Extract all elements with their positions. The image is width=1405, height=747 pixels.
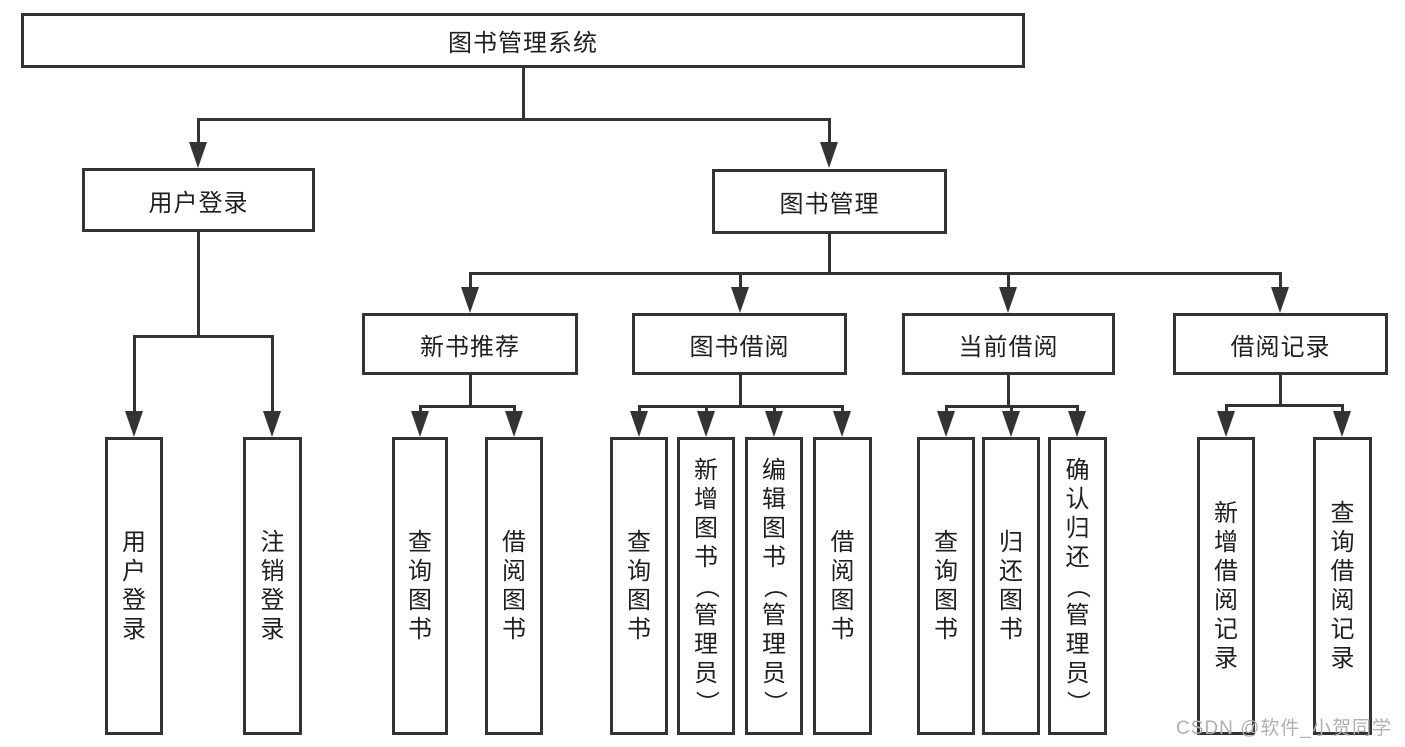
connector-line: [827, 234, 831, 275]
node-leaf-borrow-book-borrowing: 借阅图书: [813, 437, 872, 735]
node-label: 图书管理: [779, 191, 880, 218]
connector-line: [521, 68, 525, 121]
arrow-down-icon: [263, 411, 281, 437]
connector-line: [1278, 375, 1282, 407]
arrow-down-icon: [731, 287, 749, 313]
node-new-book-recommend: 新书推荐: [362, 313, 578, 375]
node-label: 图书借阅: [689, 333, 790, 361]
node-book-borrowing: 图书借阅: [632, 313, 847, 375]
connector-line: [637, 406, 641, 411]
connector-line: [772, 406, 776, 411]
connector-line: [196, 117, 831, 121]
arrow-down-icon: [697, 411, 715, 437]
node-leaf-logout: 注销登录: [243, 437, 302, 735]
connector-line: [1224, 405, 1228, 411]
node-leaf-query-borrow-record: 查询借阅记录: [1313, 437, 1372, 735]
node-label: 图书管理系统: [448, 30, 598, 57]
connector-line: [1006, 273, 1010, 287]
arrow-down-icon: [937, 411, 955, 437]
arrow-down-icon: [189, 142, 207, 168]
arrow-down-icon: [1333, 411, 1351, 437]
node-leaf-return-book: 归还图书: [982, 437, 1040, 735]
connector-line: [1009, 406, 1013, 411]
node-label: 新增借阅记录: [1214, 500, 1238, 672]
arrow-down-icon: [461, 287, 479, 313]
connector-line: [738, 273, 742, 287]
connector-line: [1075, 406, 1079, 411]
connector-line: [944, 406, 948, 411]
connector-line: [468, 271, 1282, 275]
node-current-borrowing: 当前借阅: [902, 313, 1115, 375]
connector-line: [196, 119, 200, 142]
arrow-down-icon: [505, 411, 523, 437]
node-label: 新书推荐: [420, 333, 520, 361]
arrow-down-icon: [411, 411, 429, 437]
node-leaf-edit-book-admin: 编辑图书（管理员）: [745, 437, 803, 735]
arrow-down-icon: [630, 411, 648, 437]
node-label: 编辑图书（管理员）: [760, 456, 788, 715]
arrow-down-icon: [833, 411, 851, 437]
node-label: 新增图书（管理员）: [692, 456, 720, 715]
node-label: 用户登录: [148, 189, 249, 217]
arrow-down-icon: [1217, 411, 1235, 437]
connector-line: [840, 406, 844, 411]
node-borrow-records: 借阅记录: [1173, 313, 1388, 375]
connector-line: [1224, 403, 1344, 407]
connector-line: [196, 232, 200, 338]
node-leaf-confirm-return-admin: 确认归还（管理员）: [1048, 437, 1107, 735]
connector-line: [1006, 375, 1010, 408]
connector-line: [1340, 405, 1344, 411]
node-leaf-query-book-current: 查询图书: [917, 437, 975, 735]
connector-line: [468, 273, 472, 287]
node-label: 注销登录: [260, 529, 285, 643]
node-label: 用户登录: [122, 529, 146, 643]
node-leaf-add-borrow-record: 新增借阅记录: [1197, 437, 1255, 735]
connector-line: [132, 334, 274, 338]
connector-line: [637, 404, 844, 408]
node-leaf-user-login: 用户登录: [105, 437, 163, 735]
node-book-management: 图书管理: [712, 169, 947, 234]
connector-line: [512, 406, 516, 411]
node-label: 归还图书: [999, 529, 1023, 643]
connector-line: [418, 406, 422, 411]
arrow-down-icon: [125, 411, 143, 437]
node-leaf-borrow-book-recommend: 借阅图书: [485, 437, 543, 735]
node-label: 查询图书: [934, 529, 958, 643]
node-label: 借阅图书: [502, 529, 526, 643]
node-leaf-query-book-borrowing: 查询图书: [610, 437, 668, 735]
arrow-down-icon: [1068, 411, 1086, 437]
arrow-down-icon: [1271, 287, 1289, 313]
arrow-down-icon: [1002, 411, 1020, 437]
connector-line: [738, 375, 742, 408]
arrow-down-icon: [765, 411, 783, 437]
connector-line: [270, 336, 274, 411]
connector-line: [468, 375, 472, 408]
node-user-login: 用户登录: [82, 168, 315, 232]
node-label: 确认归还（管理员）: [1064, 456, 1091, 715]
connector-line: [418, 404, 516, 408]
connector-line: [132, 336, 136, 411]
arrow-down-icon: [999, 287, 1017, 313]
node-label: 当前借阅: [958, 333, 1059, 361]
connector-line: [1278, 273, 1282, 287]
watermark: CSDN @软件_小贺同学: [1176, 718, 1392, 739]
connector-line: [704, 406, 708, 411]
node-label: 借阅图书: [830, 529, 855, 643]
node-label: 查询图书: [408, 529, 432, 643]
node-root: 图书管理系统: [21, 13, 1025, 68]
node-leaf-add-book-admin: 新增图书（管理员）: [677, 437, 735, 735]
node-label: 查询借阅记录: [1330, 500, 1355, 672]
node-label: 借阅记录: [1230, 333, 1331, 361]
connector-line: [827, 119, 831, 142]
node-label: 查询图书: [627, 529, 651, 643]
node-leaf-query-book-recommend: 查询图书: [392, 437, 448, 735]
arrow-down-icon: [820, 142, 838, 168]
